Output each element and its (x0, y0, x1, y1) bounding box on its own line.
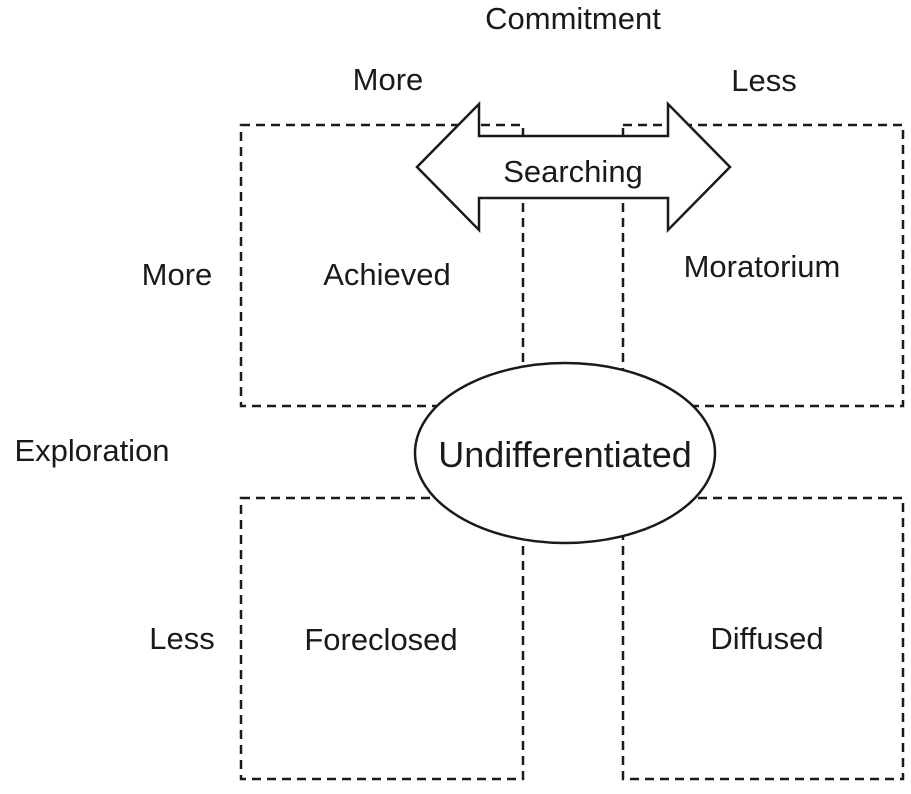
moratorium-quadrant (621, 123, 905, 408)
exploration-more-label: More (142, 257, 213, 292)
achieved-label: Achieved (323, 257, 451, 292)
exploration-axis-title: Exploration (14, 433, 169, 468)
commitment-axis-title: Commitment (485, 1, 661, 36)
diffused-label: Diffused (710, 621, 823, 656)
achieved-quadrant (239, 123, 525, 408)
diffused-quadrant (621, 496, 905, 781)
foreclosed-label: Foreclosed (304, 622, 457, 657)
commitment-more-label: More (353, 62, 424, 97)
foreclosed-quadrant (239, 496, 525, 781)
undifferentiated-ellipse (413, 361, 717, 545)
undifferentiated-label: Undifferentiated (438, 434, 692, 475)
moratorium-label: Moratorium (684, 249, 841, 284)
searching-arrow (415, 100, 732, 234)
commitment-less-label: Less (731, 63, 796, 98)
exploration-less-label: Less (149, 621, 214, 656)
searching-label: Searching (503, 154, 643, 189)
